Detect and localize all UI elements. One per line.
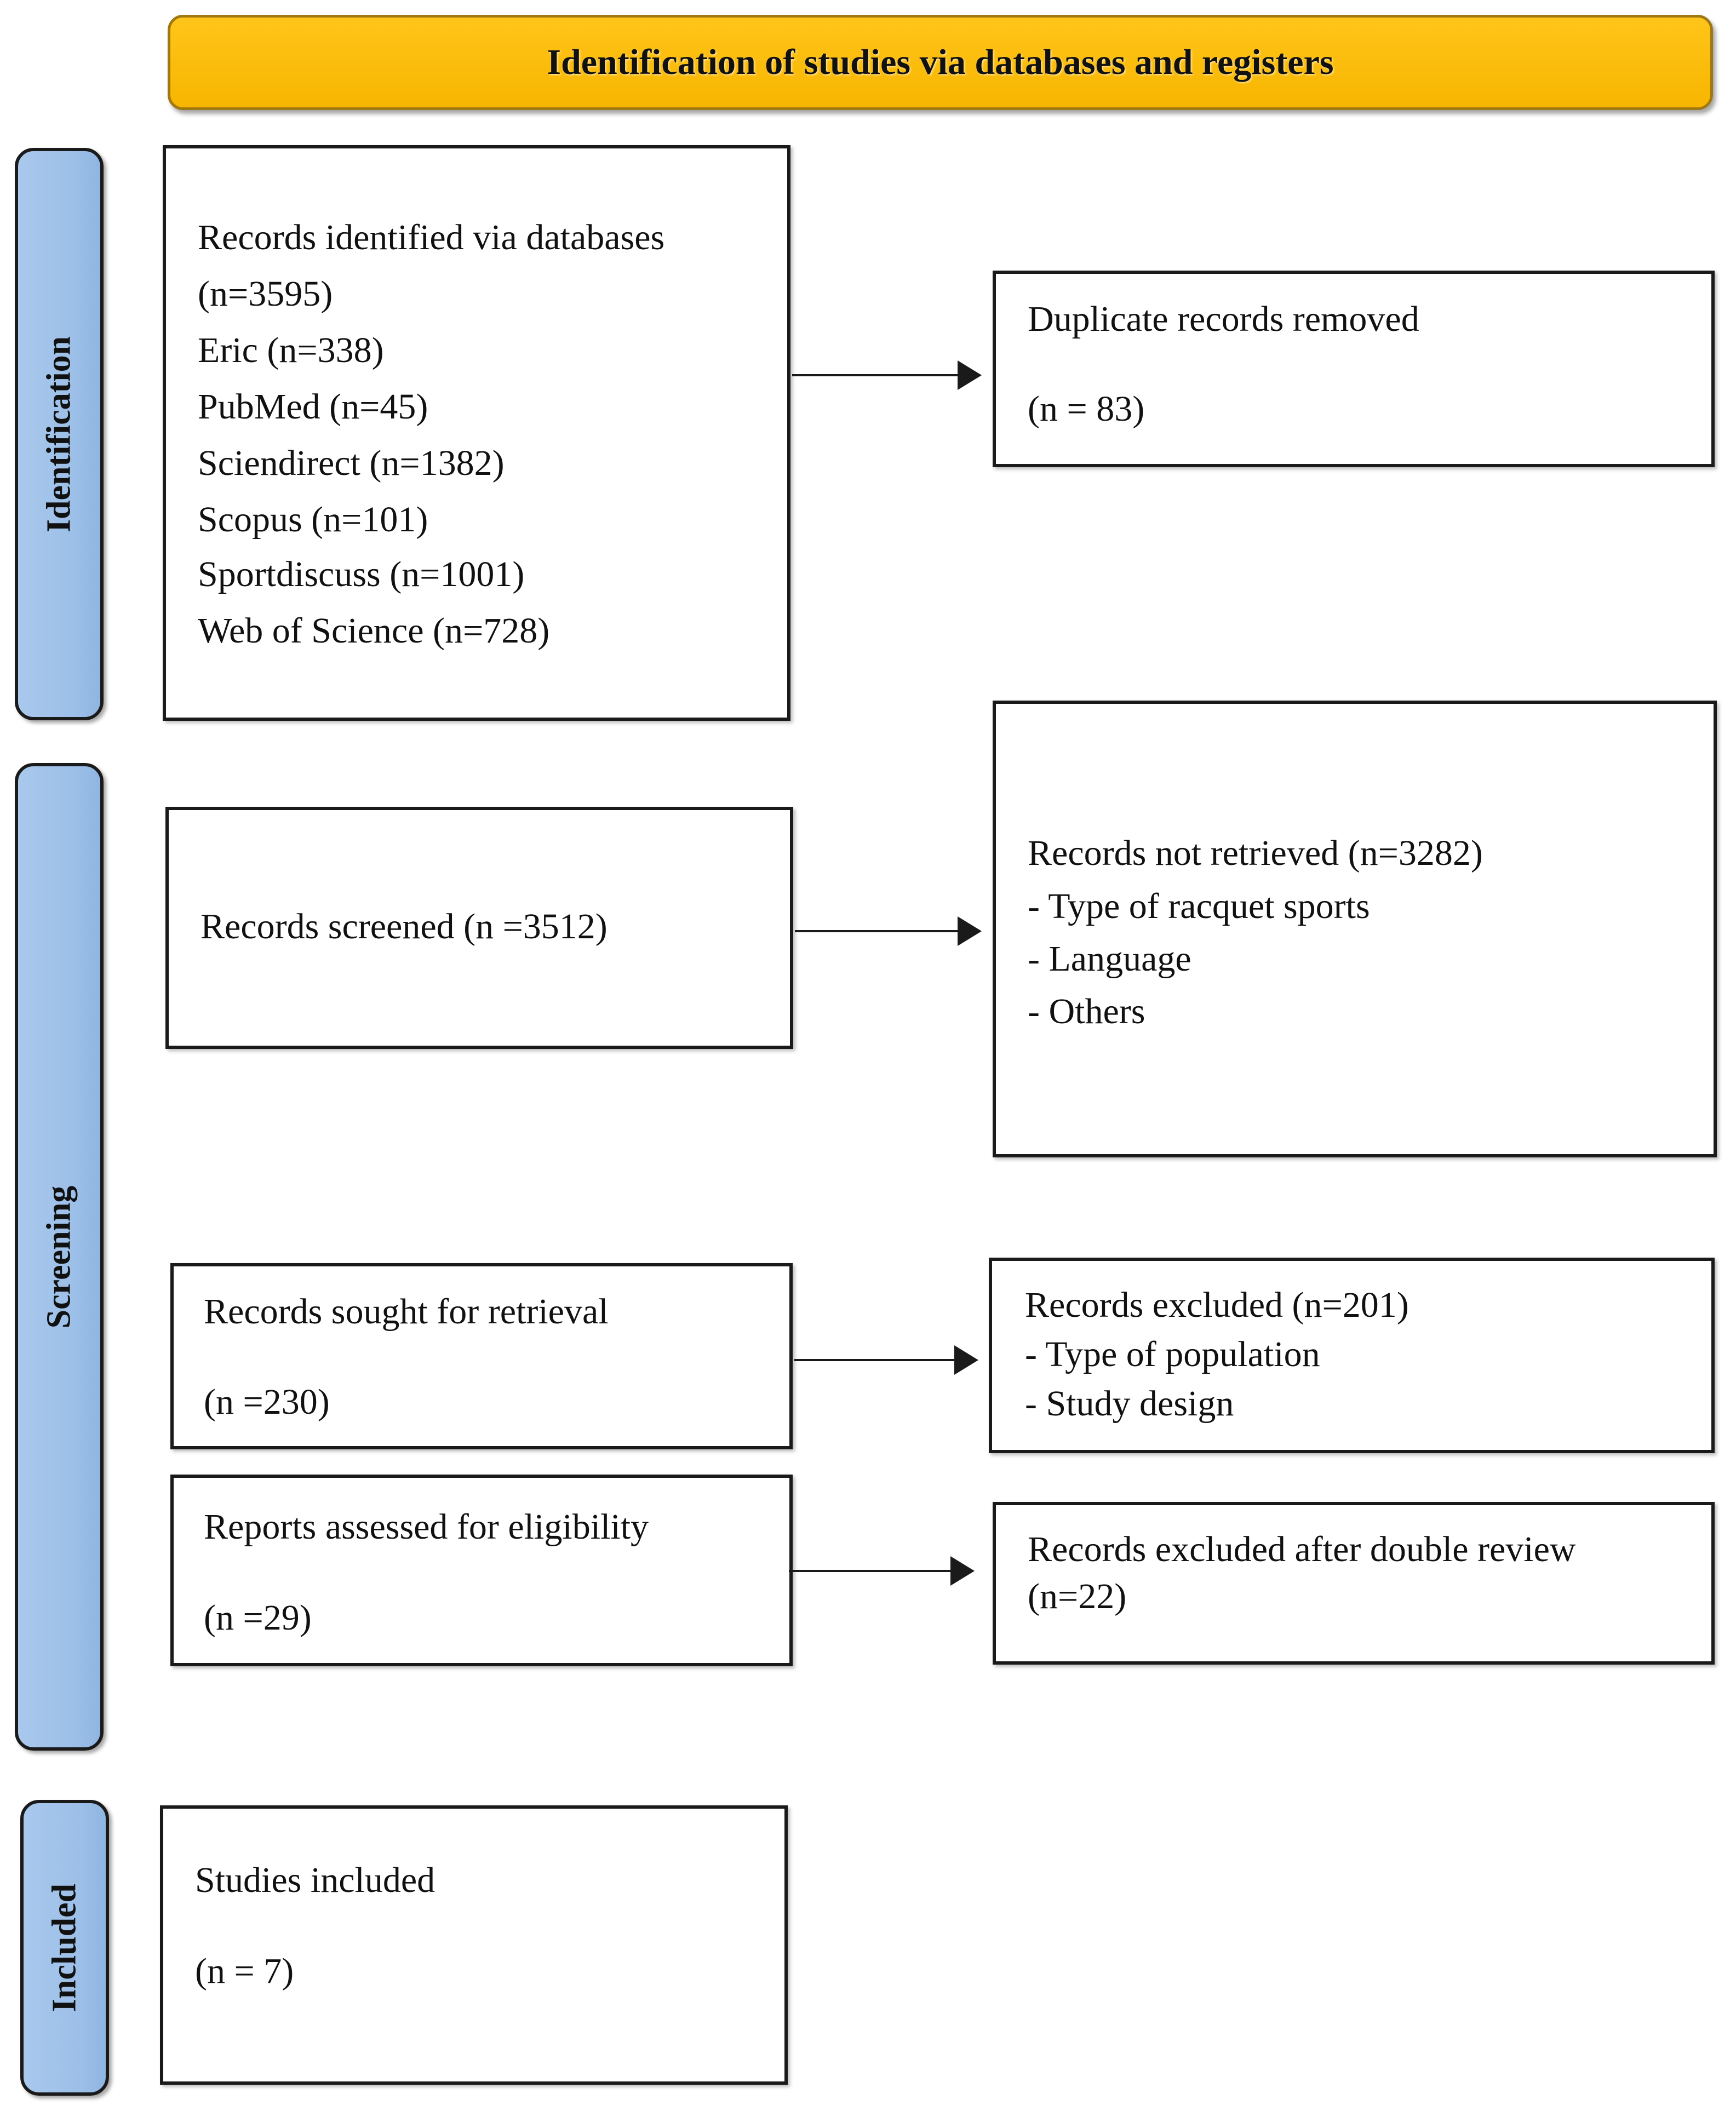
records-identified-line: Records identified via databases bbox=[198, 217, 665, 257]
records-sciencedirect: Sciendirect (n=1382) bbox=[198, 443, 505, 483]
arrow-head-excluded-review bbox=[950, 1556, 975, 1586]
not-retrieved-reason-racquet: - Type of racquet sports bbox=[1028, 886, 1370, 926]
records-web-of-science: Web of Science (n=728) bbox=[198, 611, 550, 651]
arrow-head-not-retrieved bbox=[958, 916, 982, 946]
records-eric: Eric (n=338) bbox=[198, 330, 384, 370]
reports-assessed-box: Reports assessed for eligibility (n =29) bbox=[170, 1475, 793, 1666]
records-excluded-reason-population: - Type of population bbox=[1025, 1334, 1320, 1374]
records-sought-box: Records sought for retrieval (n =230) bbox=[170, 1263, 793, 1449]
records-excluded-title: Records excluded (n=201) bbox=[1025, 1285, 1409, 1325]
excluded-double-review-box: Records excluded after double review (n=… bbox=[993, 1502, 1715, 1665]
stage-identification: Identification bbox=[15, 148, 104, 720]
records-screened-box: Records screened (n =3512) bbox=[165, 807, 793, 1049]
arrow-head-excluded bbox=[954, 1345, 978, 1375]
records-excluded-box: Records excluded (n=201) - Type of popul… bbox=[989, 1258, 1715, 1453]
excluded-double-review-label: Records excluded after double review bbox=[1028, 1529, 1576, 1569]
records-not-retrieved-box: Records not retrieved (n=3282) - Type of… bbox=[993, 701, 1717, 1157]
stage-screening: Screening bbox=[15, 763, 104, 1751]
reports-assessed-count: (n =29) bbox=[204, 1598, 312, 1638]
records-scopus: Scopus (n=101) bbox=[198, 500, 428, 540]
studies-included-label: Studies included bbox=[195, 1860, 436, 1900]
not-retrieved-reason-others: - Others bbox=[1028, 991, 1145, 1031]
not-retrieved-reason-language: - Language bbox=[1028, 939, 1191, 979]
records-sportdiscuss: Sportdiscuss (n=1001) bbox=[198, 554, 525, 594]
excluded-double-review-count: (n=22) bbox=[1028, 1576, 1127, 1616]
records-excluded-reason-design: - Study design bbox=[1025, 1384, 1234, 1424]
studies-included-count: (n = 7) bbox=[195, 1951, 294, 1991]
records-identified-box: Records identified via databases (n=3595… bbox=[163, 145, 790, 721]
stage-included: Included bbox=[20, 1800, 109, 2096]
duplicates-removed-box: Duplicate records removed (n = 83) bbox=[993, 271, 1715, 467]
records-sought-count: (n =230) bbox=[204, 1382, 330, 1422]
not-retrieved-title: Records not retrieved (n=3282) bbox=[1028, 833, 1483, 873]
duplicates-removed-label: Duplicate records removed bbox=[1028, 299, 1419, 339]
records-screened-label: Records screened (n =3512) bbox=[200, 907, 608, 947]
arrow-head-duplicates bbox=[958, 360, 982, 390]
reports-assessed-label: Reports assessed for eligibility bbox=[204, 1507, 649, 1547]
duplicates-removed-count: (n = 83) bbox=[1028, 389, 1145, 429]
records-identified-total: (n=3595) bbox=[198, 274, 333, 314]
records-pubmed: PubMed (n=45) bbox=[198, 387, 428, 427]
identification-header: Identification of studies via databases … bbox=[168, 15, 1713, 110]
studies-included-box: Studies included (n = 7) bbox=[160, 1805, 788, 2085]
records-sought-label: Records sought for retrieval bbox=[204, 1292, 609, 1332]
